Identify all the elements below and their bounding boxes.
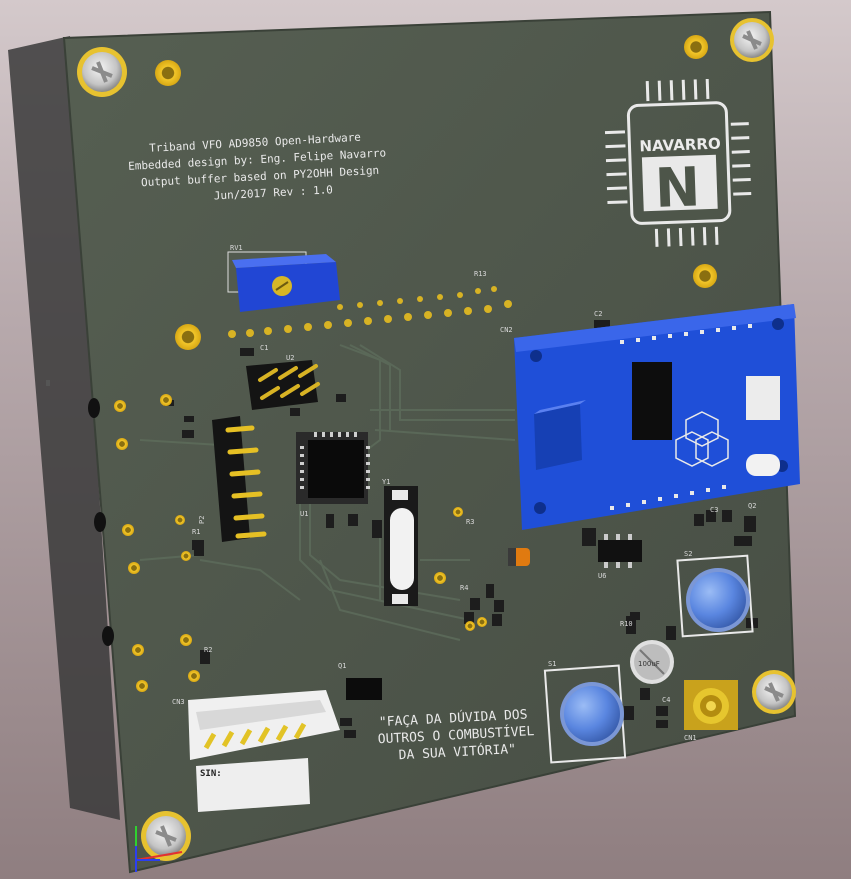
sma-connector: CN1 — [684, 680, 738, 742]
u2-label: U2 — [286, 354, 294, 362]
mount-pad — [155, 60, 181, 86]
pin-header-vertical — [212, 416, 267, 542]
smd-components — [164, 320, 758, 738]
cn2-label: CN2 — [500, 326, 513, 334]
rv1-label: RV1 — [230, 244, 243, 252]
pcb-board — [62, 10, 797, 874]
electrolytic-capacitor: 100uF — [630, 640, 674, 684]
transistor-u6: U6 — [598, 534, 642, 580]
ad9850-module — [514, 304, 800, 530]
quote-line-1: "FAÇA DA DÚVIDA DOS — [379, 706, 528, 730]
board-shadow — [8, 36, 120, 820]
push-button-s2: S2 — [676, 550, 754, 638]
u1-label: U1 — [300, 510, 308, 518]
mount-pad — [693, 264, 717, 288]
signature-area: SIN: — [196, 758, 310, 812]
p2-label: P2 — [198, 516, 206, 524]
transistor-q1: Q1 — [338, 662, 382, 700]
q2-label: Q2 — [748, 502, 756, 510]
s1-label: S1 — [548, 660, 556, 668]
u6-label: U6 — [598, 572, 606, 580]
cn1-label: CN1 — [684, 734, 697, 742]
logo-letter: N — [654, 155, 701, 220]
screw-top-left — [77, 47, 127, 97]
r1-label: R1 — [192, 528, 200, 536]
c3-label: C3 — [710, 506, 718, 514]
quote-line-3: DA SUA VITÓRIA" — [398, 741, 516, 763]
quote-block: "FAÇA DA DÚVIDA DOS OUTROS O COMBUSTÍVEL… — [377, 706, 534, 763]
r13-label: R13 — [474, 270, 487, 278]
trimmer-potentiometer: RV1 — [227, 244, 340, 312]
pin-header-row — [228, 286, 512, 338]
ref-designators: P2 R1 R2 R3 R4 R13 R10 C1 C2 C3 C4 U2 CN… — [192, 270, 756, 704]
y1-label: Y1 — [382, 478, 390, 486]
side-bumps — [88, 398, 114, 646]
cn3-label: CN3 — [172, 698, 185, 706]
test-points — [114, 394, 487, 692]
c1-label: C1 — [260, 344, 268, 352]
mount-pad — [175, 324, 201, 350]
navarro-logo: NAVARRO N — [604, 78, 752, 247]
r4-label: R4 — [460, 584, 468, 592]
crystal-oscillator: Y1 — [382, 478, 418, 606]
q1-label: Q1 — [338, 662, 346, 670]
screw-bottom-left — [141, 811, 191, 861]
logo-text: NAVARRO — [639, 135, 721, 156]
r3-label: R3 — [466, 518, 474, 526]
jst-connector: CN3 — [172, 690, 340, 760]
shadow-dots — [46, 380, 50, 386]
tantalum-capacitor — [508, 548, 530, 566]
c4-label: C4 — [662, 696, 670, 704]
screw-bottom-right — [752, 670, 796, 714]
screw-top-right — [730, 18, 774, 62]
mount-pad — [684, 35, 708, 59]
r2-label: R2 — [204, 646, 212, 654]
pin-header-2x3 — [246, 360, 320, 410]
s2-label: S2 — [684, 550, 692, 558]
r10-label: R10 — [620, 620, 633, 628]
c2-label: C2 — [594, 310, 602, 318]
microcontroller-ic: U1 — [296, 432, 370, 518]
sig-label: SIN: — [200, 769, 222, 779]
push-button-s1: S1 — [543, 660, 627, 764]
title-line-4: Jun/2017 Rev : 1.0 — [213, 183, 333, 202]
axis-gizmo — [135, 826, 183, 872]
cap-value: 100uF — [638, 660, 660, 668]
